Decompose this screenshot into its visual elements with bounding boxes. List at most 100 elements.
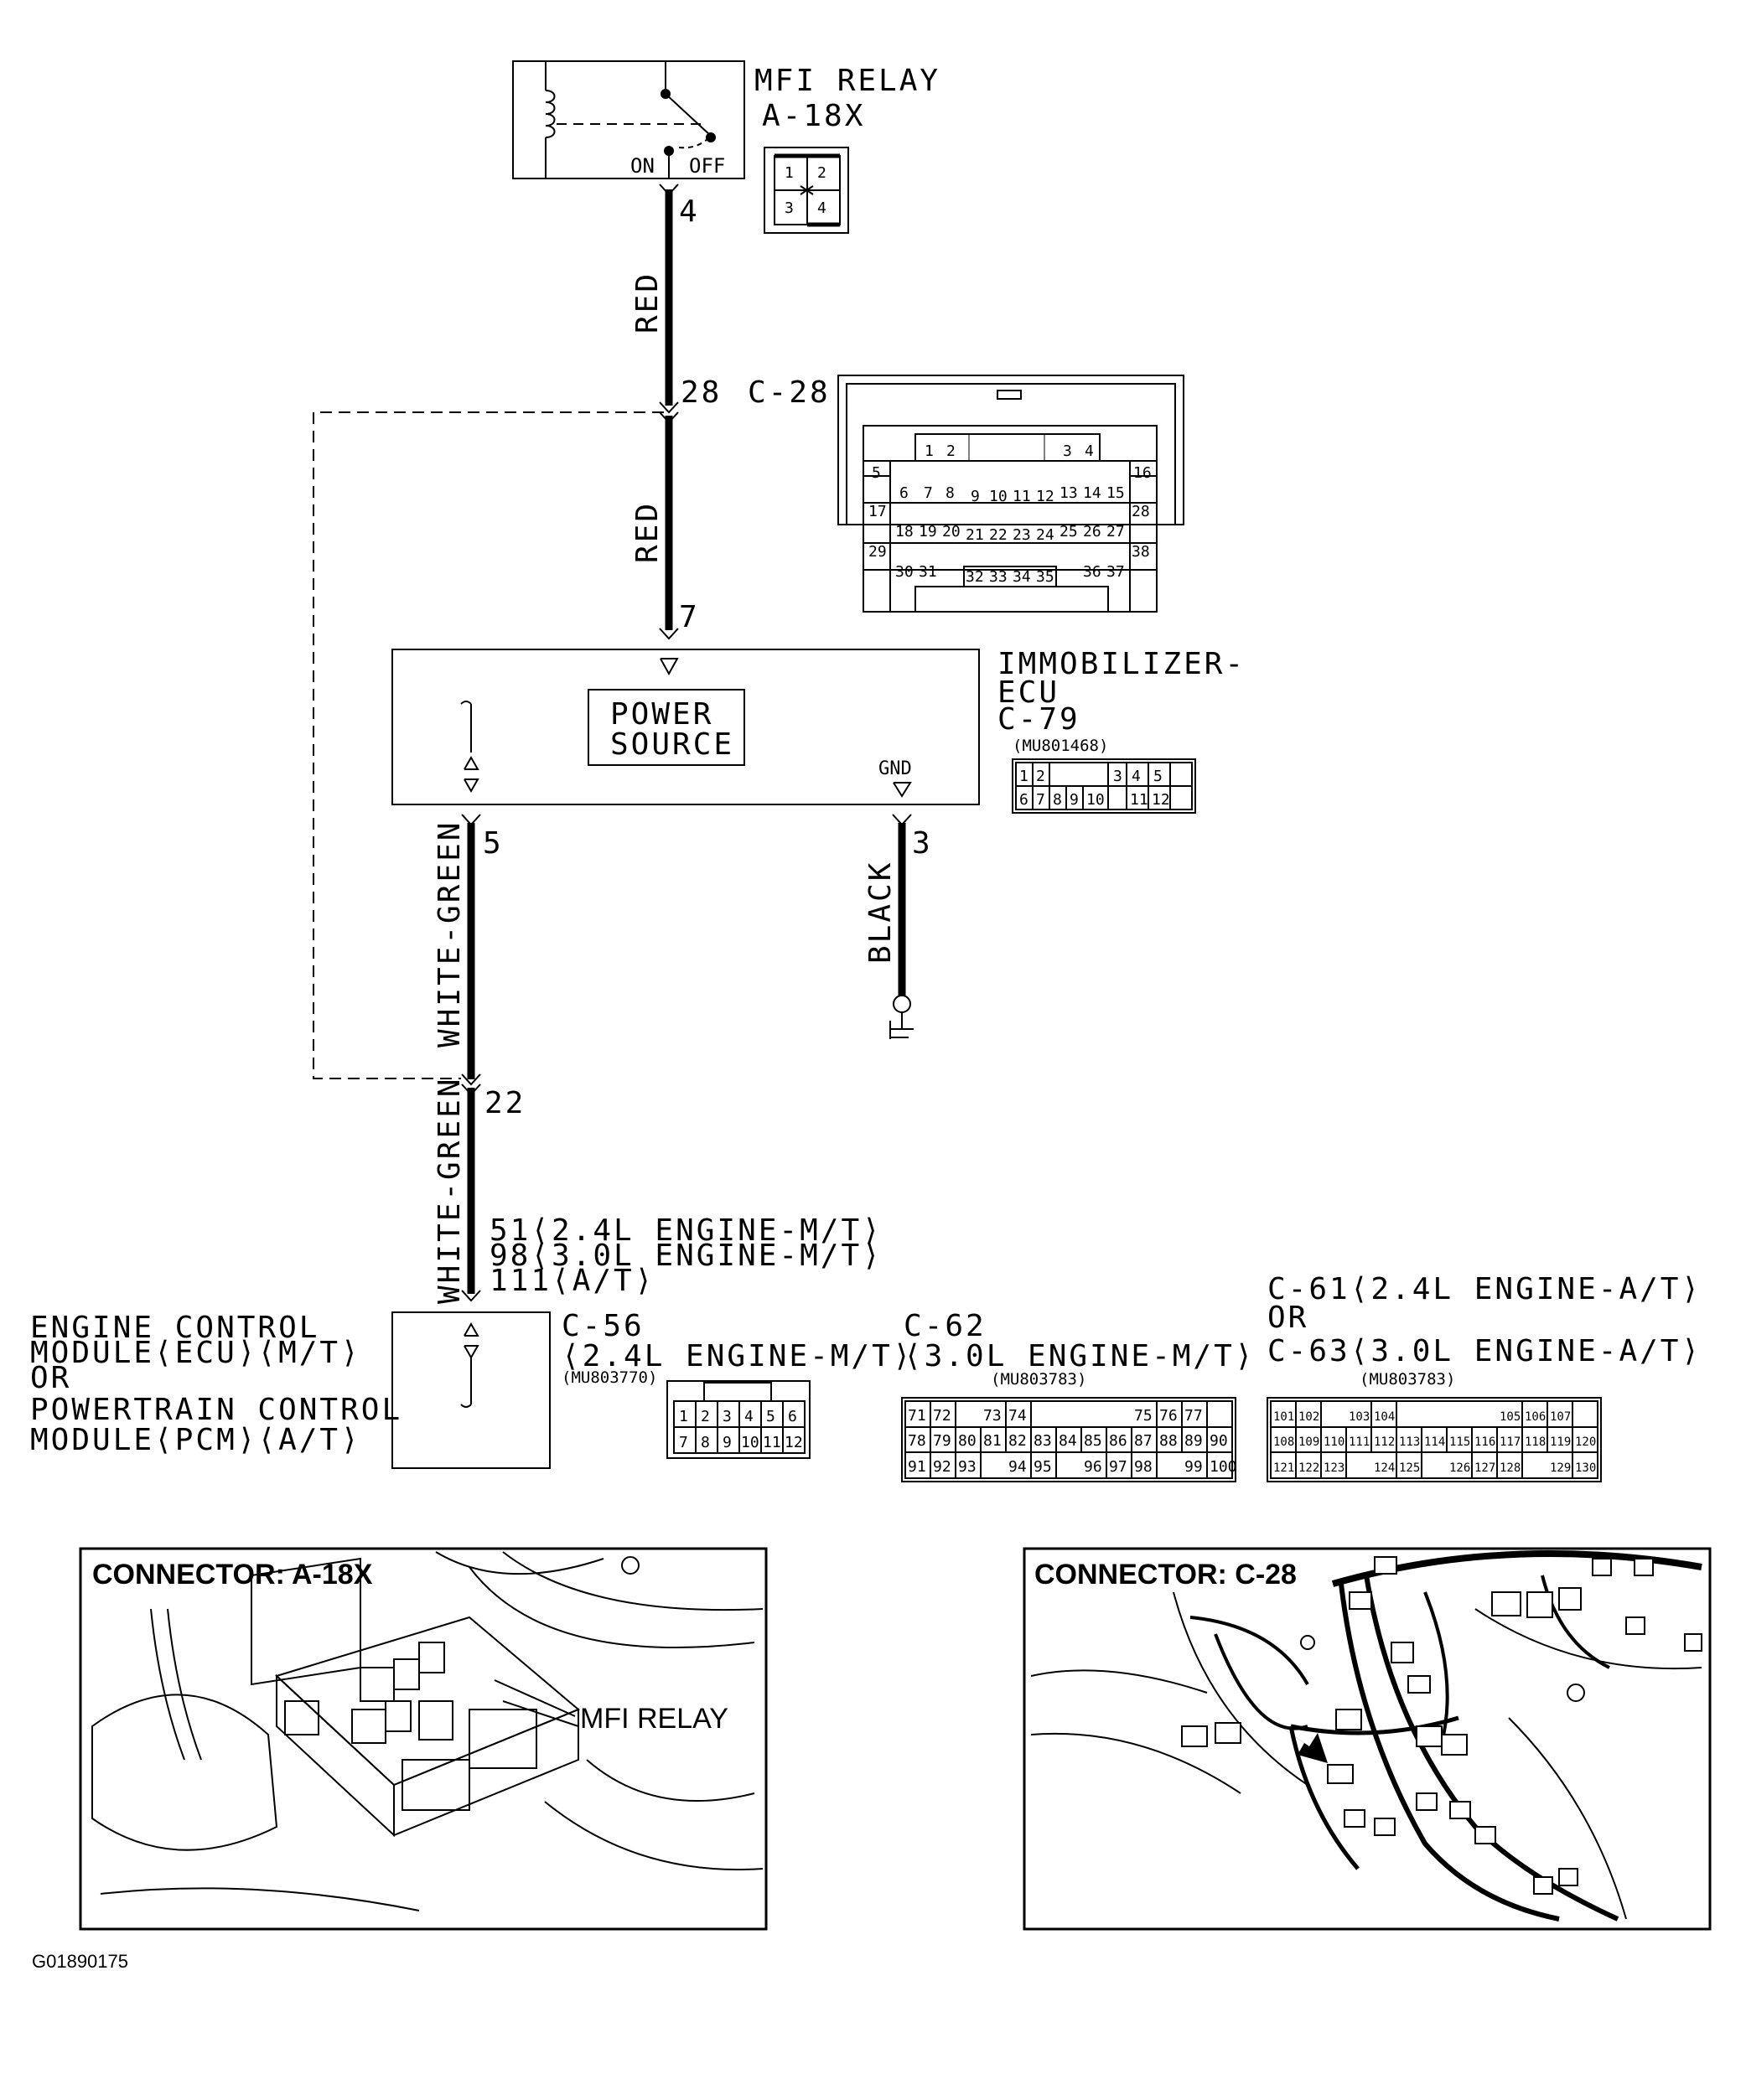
c61-c63-pin: 106 [1525,1410,1546,1424]
mfi-relay-symbol [512,60,745,179]
c28-pin: 2 [946,442,956,460]
c62-pin: 84 [1059,1432,1077,1450]
c79-pin: 4 [1132,768,1141,785]
c28-pin: 33 [989,568,1008,586]
c28-pin: 16 [1133,464,1152,482]
c62-pin: 98 [1134,1458,1153,1476]
c56-pin: 3 [723,1408,732,1425]
c28-pin: 5 [872,464,881,482]
c56-variant: ⟨2.4L ENGINE-M/T⟩ [562,1339,913,1373]
c62-pin: 92 [933,1458,951,1476]
c79-pin: 7 [1036,791,1045,809]
c62-pin: 91 [908,1458,926,1476]
power-source-box [588,689,745,766]
c28-connector-face [837,375,1184,613]
c61-c63-pin: 120 [1575,1435,1596,1449]
wire-color-white-green-lower: WHITE-GREEN [433,1077,467,1304]
ecm-label: POWERTRAIN CONTROL [30,1393,402,1427]
c28-pin: 24 [1036,526,1054,544]
c62-pin: 76 [1159,1407,1178,1425]
c79-part-number: (MU801468) [1013,737,1108,755]
c61-c63-pin: 110 [1324,1435,1344,1449]
c28-pin: 14 [1083,484,1101,502]
c61-c63-pin: 123 [1324,1461,1344,1475]
photo-a18x: CONNECTOR: A-18X MFI RELAY [79,1547,768,1931]
figure-id: G01890175 [32,1951,128,1972]
c62-connector-id: C-62 [904,1309,987,1343]
c61-c63-connector-face [1267,1397,1602,1482]
c28-pin: 6 [899,484,909,502]
c62-pin: 71 [908,1407,926,1425]
c61-c63-pin: 101 [1273,1410,1294,1424]
c28-pin: 20 [942,523,961,541]
c62-pin: 100 [1210,1458,1237,1476]
c56-connector-id: C-56 [562,1309,645,1343]
c62-connector-face [901,1397,1236,1482]
c61-c63-pin: 102 [1298,1410,1319,1424]
c79-pin: 1 [1019,768,1028,785]
c62-pin: 93 [958,1458,977,1476]
c28-pin: 32 [966,568,984,586]
wire-color-red-upper: RED [630,272,665,334]
c61-c63-pin: 115 [1449,1435,1470,1449]
location-arrow-icon [1277,1725,1328,1763]
power-source-label: POWER [610,697,713,732]
c28-pin: 1 [925,442,934,460]
c28-pin: 8 [946,484,955,502]
c61-c63-pin: 128 [1500,1461,1521,1475]
photo-c28-title: CONNECTOR: C-28 [1034,1559,1297,1591]
c56-pin: 12 [785,1434,803,1451]
c28-pin: 19 [919,523,937,541]
c28-pin: 9 [971,488,980,505]
c61-c63-part-number: (MU803783) [1360,1370,1455,1389]
c61-c63-pin: 129 [1550,1461,1571,1475]
c61-c63-pin: 108 [1273,1435,1294,1449]
c79-pin: 11 [1130,791,1148,809]
photo-c28: CONNECTOR: C-28 [1023,1547,1712,1931]
c56-pin: 11 [763,1434,781,1451]
c56-pin: 5 [766,1408,775,1425]
c56-pin: 8 [701,1434,710,1451]
c62-pin: 78 [908,1432,926,1450]
immobilizer-ecu-box [391,649,980,805]
c61-c63-pin: 111 [1349,1435,1370,1449]
gnd-arrow [893,782,912,798]
c61-c63-pin: 107 [1550,1410,1571,1424]
c61-c63-pin: 124 [1374,1461,1395,1475]
wire-black [889,814,914,1039]
c28-pin: 35 [1036,568,1054,586]
c79-connector-face [1012,758,1196,814]
c62-pin: 88 [1159,1432,1178,1450]
c28-pin: 11 [1013,488,1031,505]
immobilizer-title: ECU [997,675,1060,710]
c61-c63-pin: 105 [1500,1410,1521,1424]
ecm-signal-symbol [460,1322,479,1408]
c61-c63-pin: 112 [1374,1435,1395,1449]
c61-c63-pin: 125 [1399,1461,1420,1475]
c28-pin: 30 [895,563,914,581]
c28-pin: 31 [919,563,937,581]
c62-part-number: (MU803783) [991,1370,1086,1389]
c28-pin: 29 [868,543,887,561]
c62-pin: 73 [983,1407,1002,1425]
c61-c63-pin: 117 [1500,1435,1521,1449]
c28-pin: 37 [1106,563,1125,581]
c28-pin: 21 [966,526,984,544]
terminal-22: 22 [484,1086,526,1120]
c61-c63-pin: 103 [1349,1410,1370,1424]
c62-pin: 94 [1008,1458,1027,1476]
terminal-4: 4 [679,194,700,229]
c62-pin: 79 [933,1432,951,1450]
c61-c63-pin: 104 [1374,1410,1395,1424]
c62-pin: 75 [1134,1407,1153,1425]
c79-pin: 3 [1113,768,1122,785]
terminal-3: 3 [912,826,933,861]
signal-io-symbol [460,701,479,794]
c62-pin: 99 [1184,1458,1203,1476]
c61-c63-pin: 127 [1474,1461,1495,1475]
c79-pin: 6 [1019,791,1028,809]
c62-pin: 90 [1210,1432,1228,1450]
ecm-terminal-note: 98⟨3.0L ENGINE-M/T⟩ [490,1239,883,1273]
c28-pin: 12 [1036,488,1054,505]
wire-white-green-lower [461,1084,481,1302]
